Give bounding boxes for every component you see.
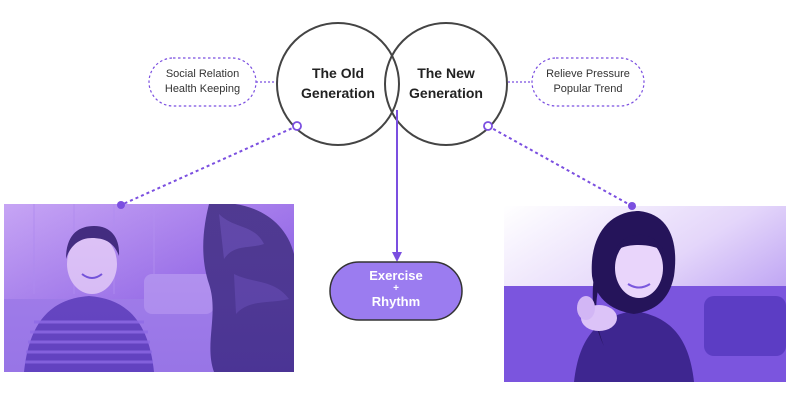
photo-new-generation xyxy=(504,206,786,382)
label-new-line2: Generation xyxy=(409,85,483,101)
pill-right-line1: Relieve Pressure xyxy=(546,68,630,80)
pill-left-line1: Social Relation xyxy=(165,68,240,80)
pill-right-line2: Popular Trend xyxy=(553,83,623,95)
circle-new-generation xyxy=(384,22,508,146)
photo-old-generation xyxy=(4,204,294,372)
outcome-line3: Rhythm xyxy=(371,294,421,309)
label-new-generation: The New Generation xyxy=(398,63,494,103)
circle-old-generation xyxy=(276,22,400,146)
leader-new-dot-bottom xyxy=(628,202,636,210)
outcome-line1: Exercise xyxy=(369,268,423,283)
pill-right-text: Relieve Pressure Popular Trend xyxy=(532,67,644,97)
outcome-text: Exercise + Rhythm xyxy=(330,262,462,320)
label-old-line2: Generation xyxy=(301,85,375,101)
pill-right-outline xyxy=(531,57,645,107)
leader-old-dot-bottom xyxy=(117,201,125,209)
leader-new-generation xyxy=(487,125,633,207)
leader-new-dot-top xyxy=(483,121,493,131)
label-old-line1: The Old xyxy=(311,65,365,81)
label-new-line1: The New xyxy=(417,65,475,81)
leader-old-dot-top xyxy=(292,121,302,131)
pill-left-text: Social Relation Health Keeping xyxy=(149,67,256,97)
pill-left-line2: Health Keeping xyxy=(164,83,241,95)
label-old-generation: The Old Generation xyxy=(290,63,386,103)
arrow-head xyxy=(392,252,402,262)
outcome-line2: + xyxy=(393,283,399,294)
outcome-box xyxy=(329,261,463,321)
leader-old-generation xyxy=(120,125,298,206)
